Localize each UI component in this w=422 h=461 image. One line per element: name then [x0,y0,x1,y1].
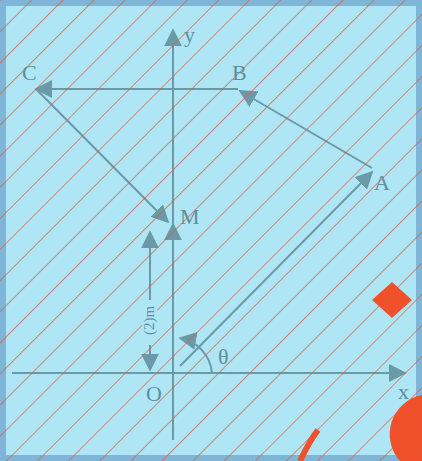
axis-label: y [184,24,195,46]
dimension-label: (2)m [142,303,157,336]
point-label: A [374,172,390,194]
angle-label: θ [218,346,229,368]
point-label: C [22,62,37,84]
point-label: B [232,62,247,84]
axis-label: x [398,381,409,403]
point-label: M [180,206,200,228]
origin-label: O [146,383,162,405]
